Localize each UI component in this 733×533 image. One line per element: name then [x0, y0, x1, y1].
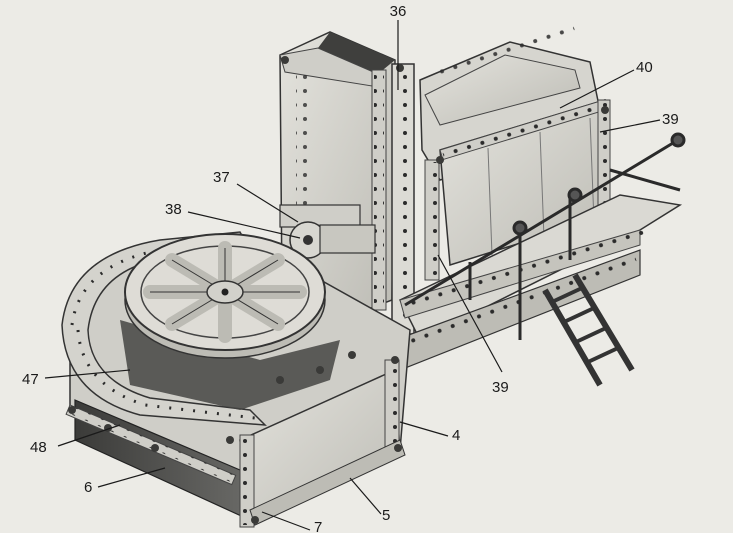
callout-39-lower: 39 — [492, 379, 509, 396]
callout-5: 5 — [382, 507, 390, 524]
callout-leaders — [44, 20, 661, 531]
callout-47: 47 — [22, 371, 39, 388]
ladder — [542, 273, 635, 387]
callout-37: 37 — [213, 169, 230, 186]
callout-6: 6 — [84, 479, 92, 496]
callout-7: 7 — [314, 519, 322, 533]
spoked-wheel — [124, 233, 326, 359]
callout-36: 36 — [390, 3, 407, 20]
callout-48: 48 — [30, 439, 47, 456]
callout-labels: 36 40 39 37 38 39 47 4 48 6 5 7 — [22, 3, 679, 533]
callout-38: 38 — [165, 201, 182, 218]
callout-40: 40 — [636, 59, 653, 76]
callout-39-upper: 39 — [662, 111, 679, 128]
bolts — [68, 56, 609, 524]
shaft-assembly — [279, 204, 376, 259]
callout-4: 4 — [452, 427, 460, 444]
